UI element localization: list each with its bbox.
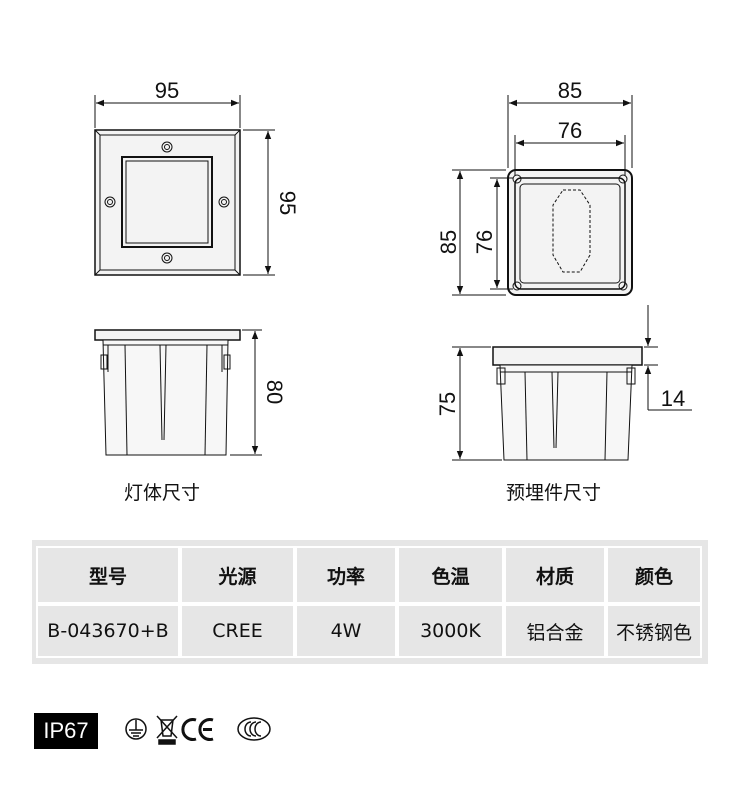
- embedded-box-caption: 预埋件尺寸: [506, 482, 602, 504]
- screw-icon: [104, 196, 116, 208]
- cell-light-source: CREE: [180, 604, 295, 658]
- screw-icon: [161, 141, 173, 153]
- flange-offset-label: 14: [661, 386, 685, 411]
- box-top-view: [452, 95, 633, 296]
- lamp-height-label: 80: [262, 380, 287, 404]
- box-outer-depth-label: 85: [436, 230, 461, 254]
- spec-table: 型号 光源 功率 色温 材质 颜色 B-043670+B CREE 4W 300…: [32, 540, 708, 664]
- ip-rating-badge: IP67: [34, 713, 98, 749]
- header-material: 材质: [504, 546, 606, 604]
- box-inner-depth-label: 76: [472, 230, 497, 254]
- box-outer-width-label: 85: [558, 78, 582, 103]
- cell-color: 不锈钢色: [606, 604, 702, 658]
- header-color-temp: 色温: [397, 546, 504, 604]
- cell-power: 4W: [295, 604, 397, 658]
- cell-color-temp: 3000K: [397, 604, 504, 658]
- header-model: 型号: [36, 546, 180, 604]
- header-power: 功率: [295, 546, 397, 604]
- cell-model: B-043670+B: [36, 604, 180, 658]
- screw-icon: [218, 196, 230, 208]
- box-inner-width-label: 76: [558, 118, 582, 143]
- header-color: 颜色: [606, 546, 702, 604]
- lamp-side-view: [94, 329, 262, 456]
- box-side-view: [452, 305, 692, 461]
- screw-icon: [161, 252, 173, 264]
- header-light-source: 光源: [180, 546, 295, 604]
- cell-material: 铝合金: [504, 604, 606, 658]
- lamp-depth-label: 95: [275, 191, 300, 215]
- lamp-body-caption: 灯体尺寸: [124, 482, 201, 504]
- lamp-width-label: 95: [155, 78, 179, 103]
- lamp-top-view: [94, 95, 275, 276]
- box-height-label: 75: [435, 392, 460, 416]
